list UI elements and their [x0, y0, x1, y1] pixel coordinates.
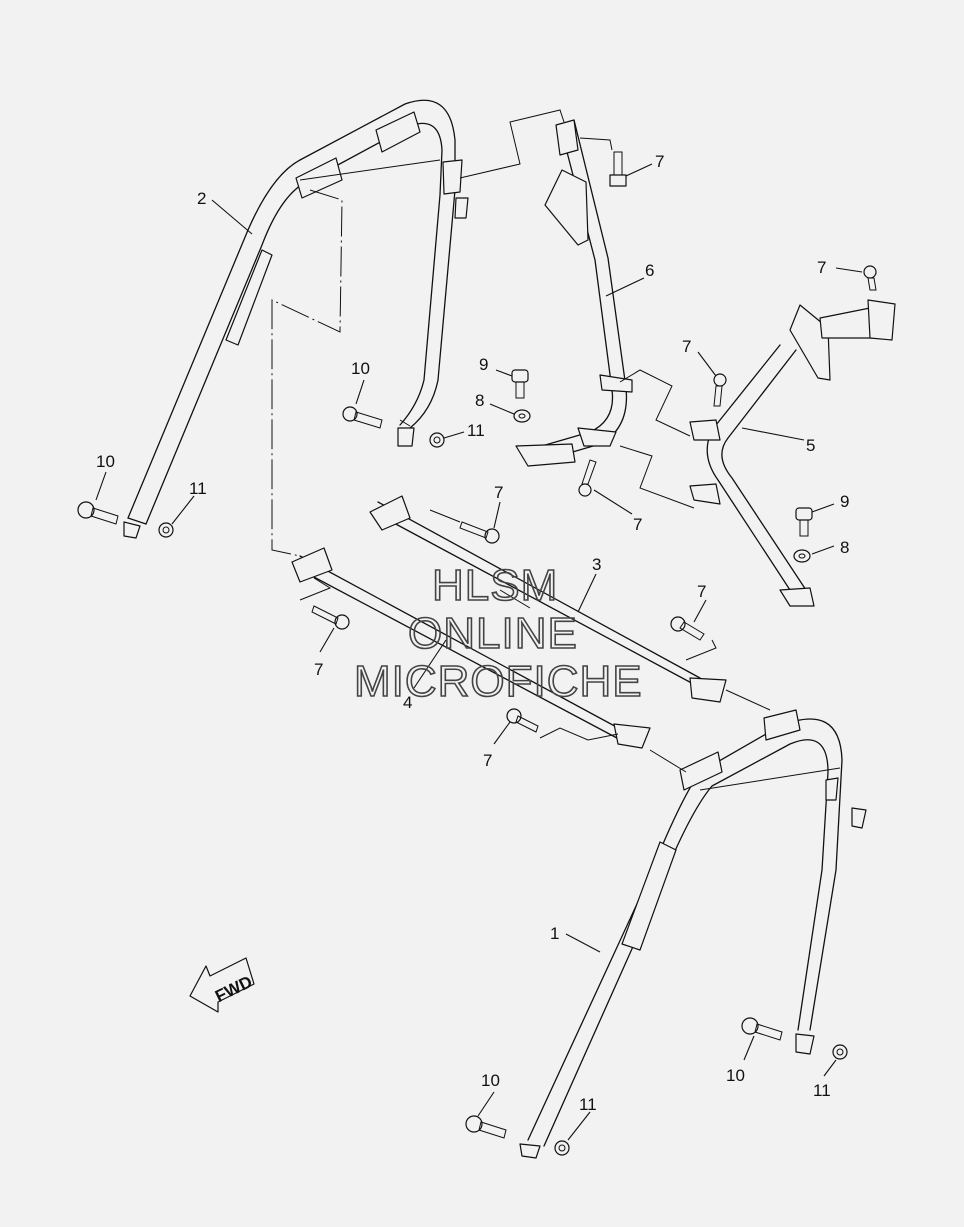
callout-labels: 2 6 7 7 7 7 7 7 7 7 5 9 8 9 8 10 11 10 1… [96, 152, 849, 1114]
bolt-7-left [311, 605, 350, 630]
watermark-line-2: ONLINE [408, 609, 578, 658]
callout-7-left: 7 [314, 660, 323, 679]
callout-7-top: 7 [655, 152, 664, 171]
watermark-line-1: HLSM [432, 561, 558, 610]
callout-8-center: 8 [475, 391, 484, 410]
bolt-10-a [342, 406, 383, 429]
washer-8-right [793, 549, 811, 563]
callout-7-brace: 7 [682, 337, 691, 356]
nut-11-c [832, 1044, 848, 1060]
fwd-arrow: FWD [189, 957, 255, 1013]
nut-11-b [158, 522, 174, 538]
washer-8-center [513, 409, 531, 423]
bolt-9-right [795, 507, 813, 537]
callout-9-right: 9 [840, 492, 849, 511]
callout-10-b: 10 [96, 452, 115, 471]
callout-11-d: 11 [579, 1095, 597, 1114]
part-3-upper-crossbar [369, 495, 727, 703]
bolt-7-right-top [863, 265, 877, 291]
bolt-10-d [465, 1115, 507, 1139]
bolt-9-center [511, 369, 529, 399]
callout-10-d: 10 [481, 1071, 500, 1090]
callout-8-right: 8 [840, 538, 849, 557]
bolt-10-c [741, 1017, 783, 1041]
callout-7-lower: 7 [483, 751, 492, 770]
callout-10-a: 10 [351, 359, 370, 378]
bolt-7-brace [713, 373, 727, 407]
callout-7-right-top: 7 [817, 258, 826, 277]
bolt-7-top [609, 151, 627, 187]
callout-6: 6 [645, 261, 654, 280]
part-4-lower-crossbar [291, 547, 651, 749]
bolt-7-mid [578, 459, 597, 497]
watermark: HLSM ONLINE MICROFICHE [353, 560, 643, 707]
callout-4: 4 [403, 693, 412, 712]
part-1-front-roll-bar [519, 709, 867, 1159]
part-6-left-brace [515, 119, 633, 467]
callout-10-c: 10 [726, 1066, 745, 1085]
nut-11-a [429, 432, 445, 448]
assembly-lines [271, 109, 771, 773]
bolt-7-lower [506, 708, 539, 733]
fasteners [77, 151, 877, 1156]
callout-7-right: 7 [697, 582, 706, 601]
leader-lines [95, 163, 863, 1141]
callout-1: 1 [550, 924, 559, 943]
part-5-right-brace [689, 299, 896, 607]
part-2-rear-roll-bar [123, 99, 469, 539]
callout-7-mid: 7 [633, 515, 642, 534]
callout-11-b: 11 [189, 479, 207, 498]
nut-11-d [554, 1140, 570, 1156]
callout-7-crossbar: 7 [494, 483, 503, 502]
bolt-7-crossbar3 [459, 521, 500, 544]
callout-9-center: 9 [479, 355, 488, 374]
callout-11-c: 11 [813, 1081, 831, 1100]
bolt-10-b [77, 501, 119, 525]
callout-3: 3 [592, 555, 601, 574]
callout-2: 2 [197, 189, 206, 208]
callout-11-a: 11 [467, 421, 485, 440]
watermark-line-3: MICROFICHE [354, 657, 643, 706]
bolt-7-right [670, 616, 705, 641]
callout-5: 5 [806, 436, 815, 455]
